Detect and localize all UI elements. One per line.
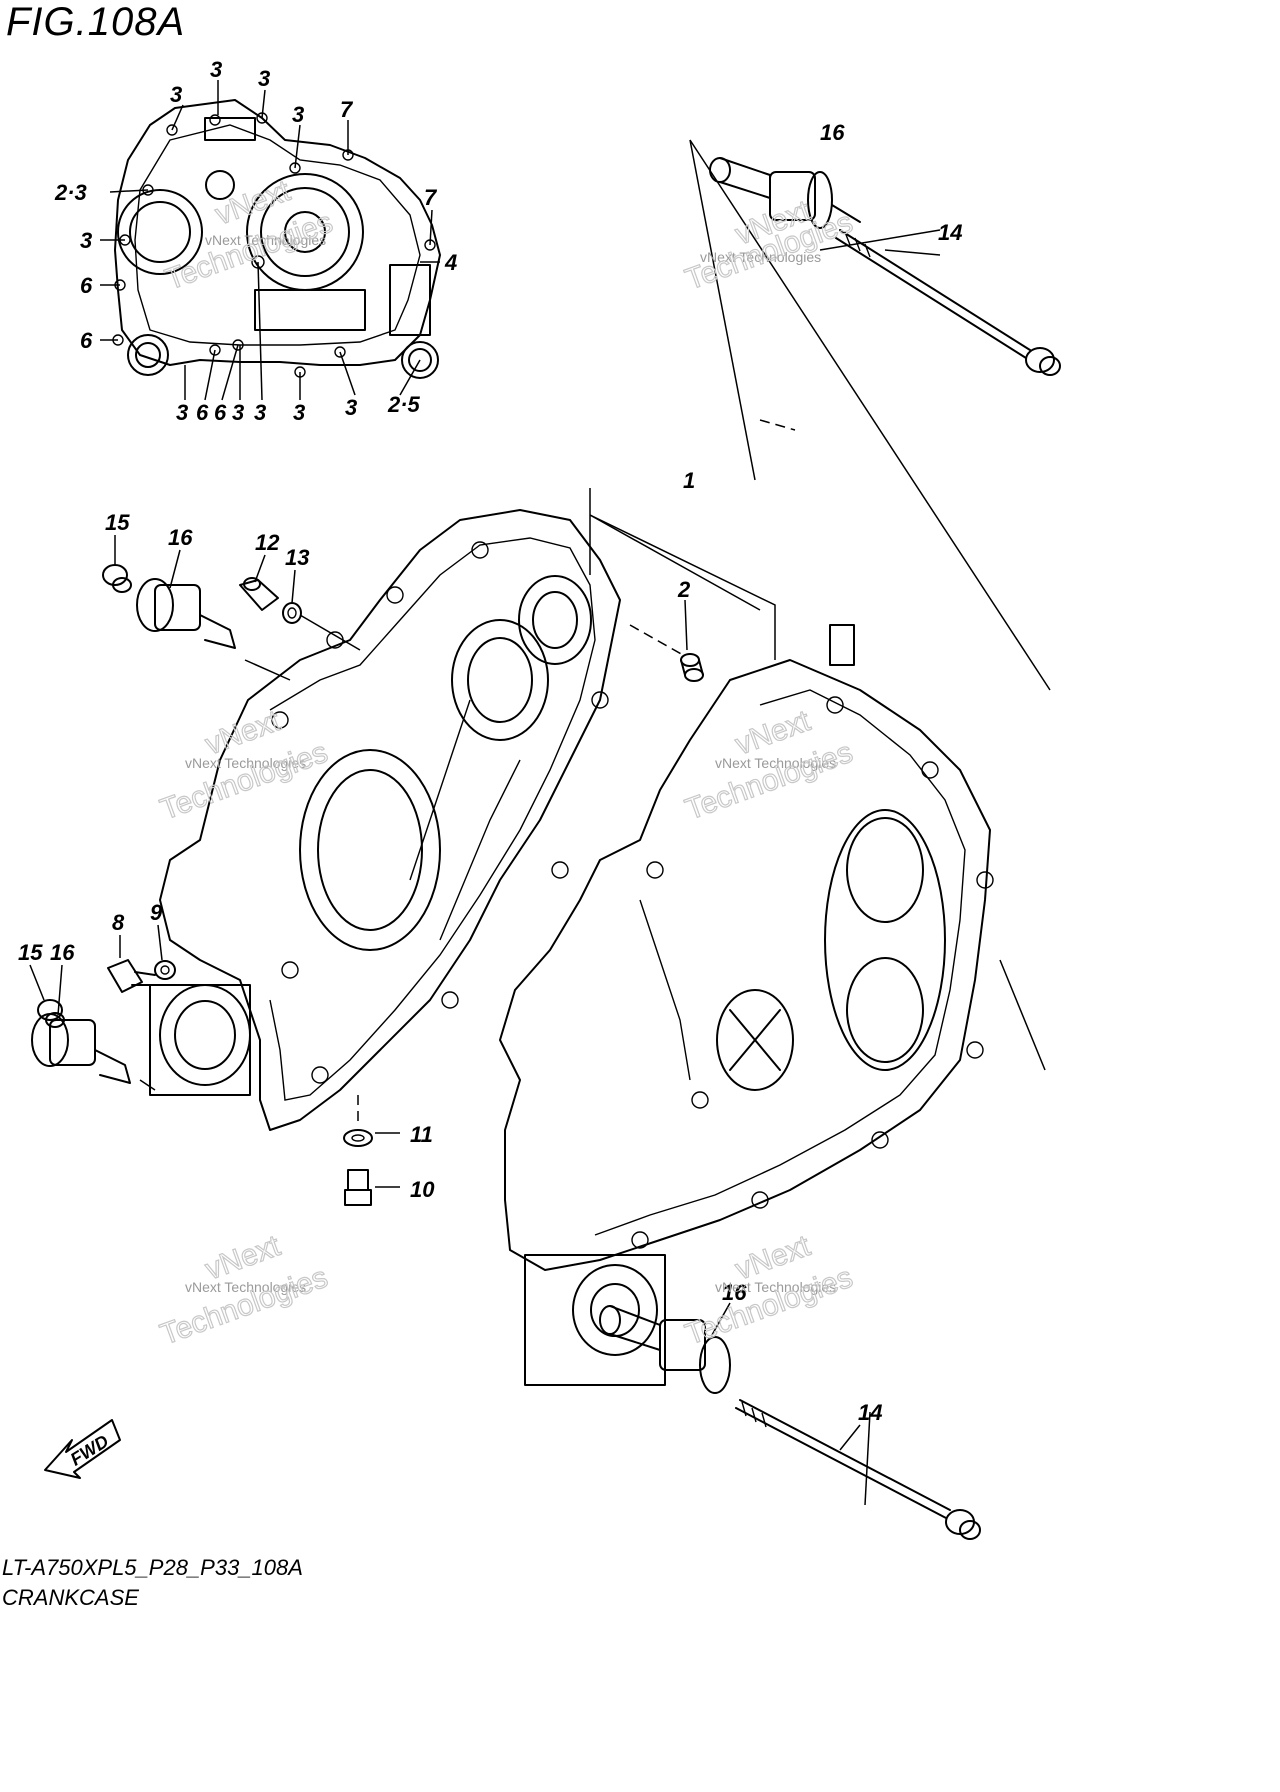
callout-2-3: 2·3 xyxy=(54,180,87,205)
inset-callouts: 3 3 3 3 7 2·3 7 3 4 6 6 3 6 6 3 3 3 2·5 … xyxy=(54,57,457,425)
callout-9: 9 xyxy=(150,900,163,925)
watermark-text: vNext Technologies xyxy=(700,249,821,265)
watermark-text: vNext Technologies xyxy=(715,755,836,771)
callout-16: 16 xyxy=(820,120,845,145)
callout-6: 6 xyxy=(214,400,227,425)
watermark-text: vNext Technologies xyxy=(205,232,326,248)
dowel-pin-2 xyxy=(680,653,704,682)
callout-6: 6 xyxy=(80,328,93,353)
watermark-upper-left: vNext Technologies vNext Technologies xyxy=(161,174,338,298)
stud-16-upper-right xyxy=(709,157,861,229)
callout-3: 3 xyxy=(258,66,270,91)
callout-10: 10 xyxy=(410,1177,435,1202)
callout-3: 3 xyxy=(293,400,305,425)
callout-2-5: 2·5 xyxy=(387,392,421,417)
callout-3: 3 xyxy=(176,400,188,425)
stud-16-left-upper xyxy=(136,578,291,681)
figure-title: FIG.108A xyxy=(6,0,186,44)
nut-15-upper xyxy=(102,564,132,593)
callout-7: 7 xyxy=(340,97,354,122)
callout-3: 3 xyxy=(170,82,182,107)
callout-3: 3 xyxy=(210,57,222,82)
main-callouts: 1 2 15 16 12 13 8 9 15 16 11 10 16 14 16… xyxy=(18,120,962,1425)
callout-6: 6 xyxy=(80,273,93,298)
stud-16-lower-right xyxy=(599,1305,731,1394)
callout-12: 12 xyxy=(255,530,280,555)
callout-4: 4 xyxy=(444,250,457,275)
watermark-mid-right: vNext Technologies vNext Technologies xyxy=(681,704,858,828)
callout-15: 15 xyxy=(18,940,43,965)
callout-14: 14 xyxy=(938,220,962,245)
callout-7: 7 xyxy=(424,185,438,210)
stud-16-left-lower xyxy=(31,1013,156,1091)
inset-leader-lines xyxy=(100,80,440,401)
watermark-text: vNext Technologies xyxy=(715,1279,836,1295)
washer-13 xyxy=(282,602,302,624)
callout-3: 3 xyxy=(232,400,244,425)
watermark-text: vNext Technologies xyxy=(185,1279,306,1295)
callout-14: 14 xyxy=(858,1400,882,1425)
main-leader-lines xyxy=(29,139,1051,1506)
watermark-lower-right: vNext Technologies vNext Technologies xyxy=(681,1229,858,1353)
bolt-14-upper xyxy=(835,229,1061,376)
callout-11: 11 xyxy=(410,1122,433,1147)
callout-16: 16 xyxy=(50,940,75,965)
plug-10 xyxy=(344,1169,372,1206)
callout-13: 13 xyxy=(285,545,309,570)
forward-direction-arrow: FWD xyxy=(44,1419,121,1479)
callout-16: 16 xyxy=(168,525,193,550)
callout-6: 6 xyxy=(196,400,209,425)
callout-3: 3 xyxy=(292,102,304,127)
bolt-14-lower xyxy=(735,1399,981,1540)
section-name: CRANKCASE xyxy=(2,1585,139,1610)
callout-8: 8 xyxy=(112,910,125,935)
washer-9 xyxy=(154,960,176,980)
callout-3: 3 xyxy=(80,228,92,253)
callout-15: 15 xyxy=(105,510,130,535)
watermark-lower-left: vNext Technologies vNext Technologies xyxy=(156,1229,333,1353)
bolt-8 xyxy=(107,959,156,993)
crankcase-main-drawing xyxy=(149,509,994,1386)
callout-3: 3 xyxy=(254,400,266,425)
callout-3: 3 xyxy=(345,395,357,420)
crankcase-inset-drawing xyxy=(112,99,441,379)
callout-2: 2 xyxy=(677,577,691,602)
watermark-text: vNext Technologies xyxy=(185,755,306,771)
fitting-12 xyxy=(239,577,361,651)
callout-1: 1 xyxy=(683,468,695,493)
washer-11 xyxy=(343,1129,373,1147)
model-code: LT-A750XPL5_P28_P33_108A xyxy=(2,1555,303,1580)
callout-16: 16 xyxy=(722,1280,747,1305)
